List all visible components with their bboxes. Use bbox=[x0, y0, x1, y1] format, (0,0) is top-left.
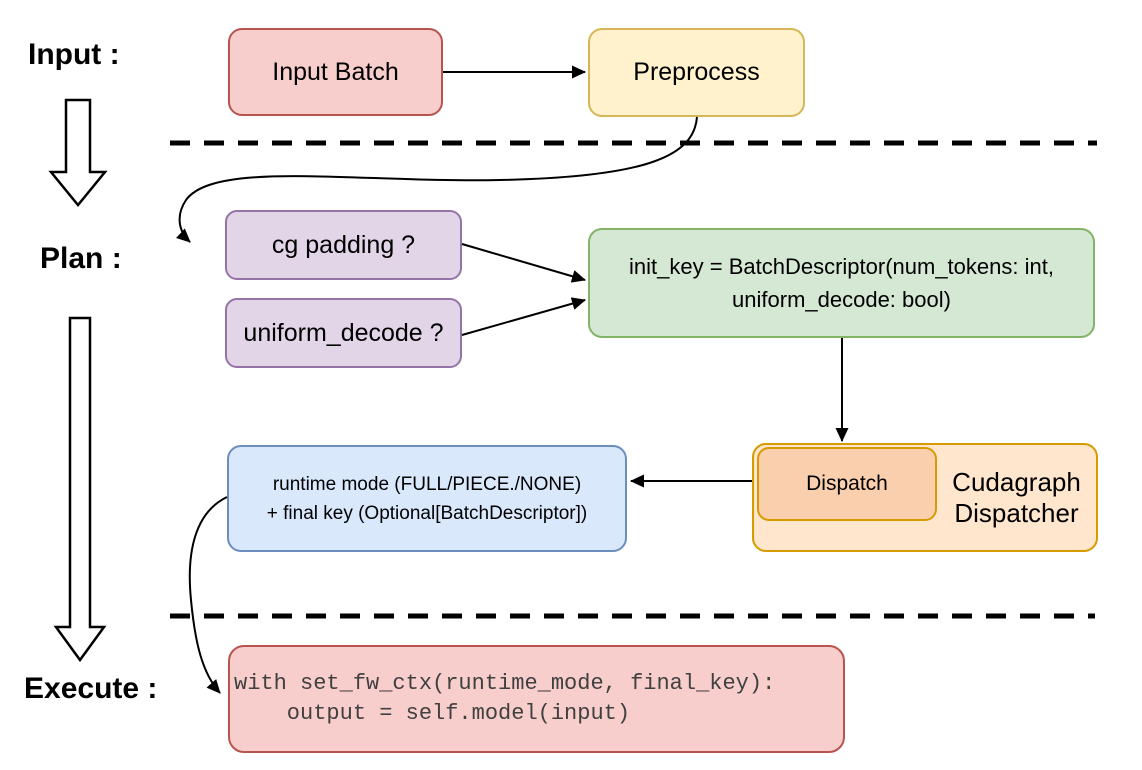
node-preprocess-label: Preprocess bbox=[633, 58, 760, 86]
node-input-batch: Input Batch bbox=[228, 28, 443, 116]
cudagraph-dispatcher-label: Cudagraph Dispatcher bbox=[937, 445, 1096, 550]
node-cudagraph-dispatcher: Dispatch Cudagraph Dispatcher bbox=[752, 443, 1098, 552]
edge-uniformdecode-to-initkey bbox=[461, 297, 586, 336]
node-cg-padding-label: cg padding ? bbox=[271, 230, 416, 259]
node-dispatch-label: Dispatch bbox=[806, 472, 888, 495]
stage-label-plan: Plan : bbox=[40, 242, 122, 275]
edge-cgpadding-to-initkey bbox=[461, 243, 586, 283]
node-init-key-line1: init_key = BatchDescriptor(num_tokens: i… bbox=[629, 254, 1054, 279]
node-cg-padding: cg padding ? bbox=[225, 210, 462, 280]
node-uniform-decode: uniform_decode ? bbox=[225, 298, 462, 368]
node-runtime-mode: runtime mode (FULL/PIECE./NONE) + final … bbox=[227, 445, 627, 552]
cudagraph-dispatcher-line2: Dispatcher bbox=[954, 497, 1079, 528]
node-execute-code: with set_fw_ctx(runtime_mode, final_key)… bbox=[228, 645, 845, 753]
execute-code-line1: with set_fw_ctx(runtime_mode, final_key)… bbox=[234, 671, 776, 696]
node-runtime-mode-line2: + final key (Optional[BatchDescriptor]) bbox=[266, 502, 588, 524]
node-preprocess: Preprocess bbox=[588, 28, 805, 117]
hollow-arrow-input-to-plan bbox=[48, 98, 108, 207]
node-input-batch-label: Input Batch bbox=[272, 57, 399, 86]
edge-runtimemode-to-executecode bbox=[188, 496, 228, 694]
node-dispatch: Dispatch bbox=[757, 447, 937, 521]
stage-label-execute: Execute : bbox=[24, 672, 158, 705]
stage-label-input: Input : bbox=[28, 38, 120, 71]
node-init-key: init_key = BatchDescriptor(num_tokens: i… bbox=[588, 228, 1095, 338]
execute-code-line2: output = self.model(input) bbox=[234, 701, 631, 726]
node-runtime-mode-line1: runtime mode (FULL/PIECE./NONE) bbox=[272, 473, 582, 495]
cudagraph-dispatcher-line1: Cudagraph bbox=[952, 466, 1081, 497]
node-uniform-decode-label: uniform_decode ? bbox=[243, 318, 444, 347]
node-init-key-line2: uniform_decode: bool) bbox=[732, 287, 951, 312]
hollow-arrow-plan-to-execute bbox=[53, 316, 107, 663]
